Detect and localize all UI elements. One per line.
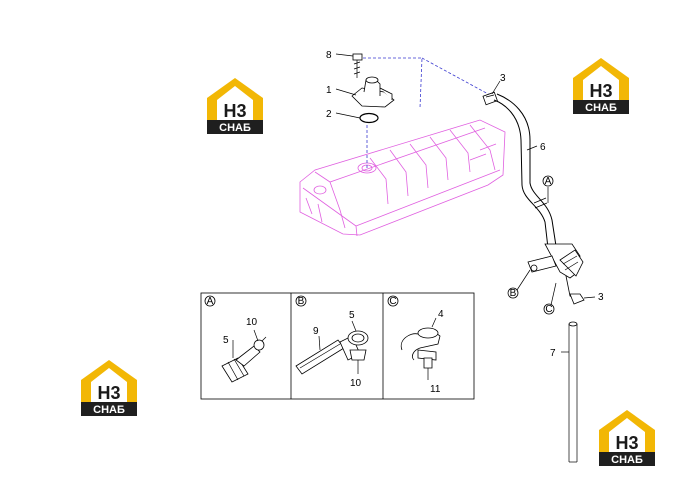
breather-hose: [496, 93, 557, 247]
panel-callout: 5: [223, 335, 229, 346]
panel-callout: 5: [349, 310, 355, 321]
detail-panel-a: A 10 5: [204, 295, 267, 383]
valve-cover: [299, 119, 506, 237]
leader-line: [358, 57, 491, 109]
breather-housing: [351, 76, 395, 108]
detail-panel-c: C 4 11: [387, 295, 444, 395]
panel-callout: 9: [313, 326, 319, 337]
o-ring: [359, 112, 379, 124]
brand-logo-bottom-right: H3 СНАБ: [599, 410, 655, 466]
logo-text: H3: [615, 433, 638, 453]
callout-2: 2: [326, 109, 332, 120]
brand-logo-top-left: H3 СНАБ: [207, 78, 263, 134]
view-marker-b: B: [510, 288, 517, 299]
breather-hose: [493, 99, 549, 249]
callout-7: 7: [550, 348, 556, 359]
callout-8: 8: [326, 50, 332, 61]
callout-3: 3: [500, 73, 506, 84]
callout-6: 6: [540, 142, 546, 153]
logo-subtext: СНАБ: [219, 122, 251, 134]
view-marker-a: A: [545, 176, 552, 187]
hose-clamp: [569, 293, 585, 305]
bolt: [352, 53, 363, 78]
brand-logo-bottom-left: H3 СНАБ: [81, 360, 137, 416]
callout-1: 1: [326, 85, 332, 96]
callout-leaders: [335, 53, 596, 353]
panel-marker: C: [389, 296, 396, 307]
hose-clamp: [482, 91, 498, 106]
logo-text: H3: [223, 101, 246, 121]
logo-subtext: СНАБ: [93, 404, 125, 416]
panel-marker: A: [207, 296, 214, 307]
logo-text: H3: [97, 383, 120, 403]
view-marker-c: C: [545, 304, 552, 315]
panel-callout: 10: [350, 378, 362, 389]
logo-subtext: СНАБ: [585, 102, 617, 114]
tube-bracket: [527, 243, 584, 301]
detail-panel-b: B 9 5 10: [295, 295, 369, 389]
drain-tube: [568, 321, 578, 463]
logo-text: H3: [589, 81, 612, 101]
panel-marker: B: [298, 296, 305, 307]
panel-callout: 10: [246, 317, 258, 328]
brand-logo-top-right: H3 СНАБ: [573, 58, 629, 114]
callout-3: 3: [598, 292, 604, 303]
logo-subtext: СНАБ: [611, 454, 643, 466]
panel-callout: 11: [430, 384, 441, 395]
panel-callout: 4: [438, 309, 444, 320]
